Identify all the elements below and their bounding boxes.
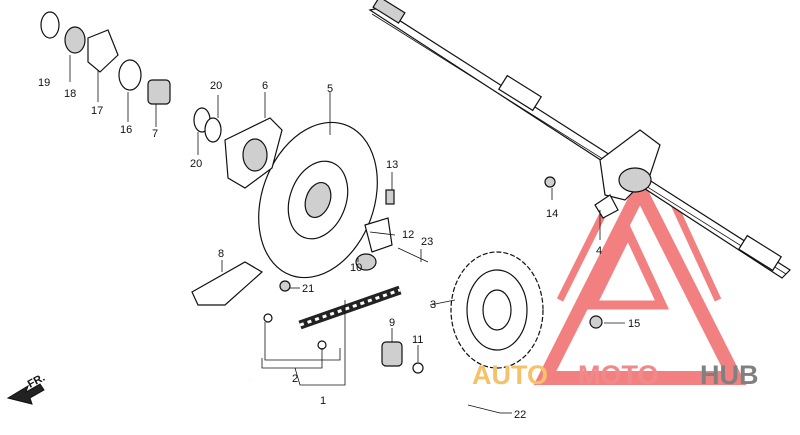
circlip-19 xyxy=(40,11,60,39)
label-part-9: 9 xyxy=(389,317,395,329)
label-part-17: 17 xyxy=(91,105,103,117)
label-part-14: 14 xyxy=(546,208,558,220)
bolt-22 xyxy=(467,404,501,414)
brake-disc xyxy=(258,121,378,279)
label-part-10: 10 xyxy=(350,262,362,274)
bolt-21 xyxy=(279,280,291,292)
bolt-14 xyxy=(544,176,556,188)
label-part-21: 21 xyxy=(302,283,314,295)
o-ring-20b xyxy=(204,117,222,143)
clip-2a xyxy=(263,313,273,323)
label-part-6: 6 xyxy=(262,80,268,92)
label-part-15: 15 xyxy=(628,318,640,330)
clip-2b xyxy=(317,340,327,350)
leader-lines xyxy=(69,55,625,414)
roller-9 xyxy=(381,341,403,367)
bolt-13 xyxy=(385,189,395,205)
label-part-4: 4 xyxy=(596,245,602,257)
misc-parts xyxy=(191,176,603,414)
label-part-13: 13 xyxy=(386,159,398,171)
small-parts-stack xyxy=(40,11,222,143)
washer-16 xyxy=(118,59,142,91)
collar-10 xyxy=(355,253,377,271)
bracket-12 xyxy=(364,217,393,253)
label-part-19: 19 xyxy=(38,77,50,89)
label-part-23: 23 xyxy=(421,236,433,248)
label-part-11: 11 xyxy=(412,334,423,346)
label-part-12: 12 xyxy=(402,229,414,241)
bushing-7 xyxy=(147,79,171,105)
label-part-18: 18 xyxy=(64,88,76,100)
seal-18 xyxy=(64,26,86,54)
nut-17 xyxy=(87,29,119,73)
caliper-bracket-8 xyxy=(191,261,264,306)
label-part-7: 7 xyxy=(152,128,158,140)
axle-shaft xyxy=(368,0,791,279)
front-direction-indicator: FR. xyxy=(6,372,47,405)
label-part-2: 2 xyxy=(292,373,298,385)
sprocket xyxy=(450,251,544,369)
front-arrow-icon xyxy=(6,383,45,405)
front-direction-label: FR. xyxy=(26,372,47,391)
watermark-text: AUTO MOTO HUB xyxy=(472,360,759,390)
label-part-5: 5 xyxy=(327,83,333,95)
bolt-23 xyxy=(397,247,429,263)
label-part-1: 1 xyxy=(320,395,326,407)
label-part-8: 8 xyxy=(218,248,224,260)
part-labels: 1 2 3 4 5 6 7 8 9 10 11 12 13 14 15 16 1… xyxy=(38,77,640,421)
nut-11 xyxy=(412,362,424,374)
label-part-20a: 20 xyxy=(190,158,202,170)
nut-15 xyxy=(589,315,603,329)
hub-flange xyxy=(224,117,283,189)
watermark-word-moto: MOTO xyxy=(578,360,659,390)
watermark-word-hub: HUB xyxy=(700,360,759,390)
label-part-20b: 20 xyxy=(210,80,222,92)
label-part-22: 22 xyxy=(514,409,526,421)
label-part-16: 16 xyxy=(120,124,132,136)
watermark-word-auto: AUTO xyxy=(472,360,548,390)
label-part-3: 3 xyxy=(430,299,436,311)
